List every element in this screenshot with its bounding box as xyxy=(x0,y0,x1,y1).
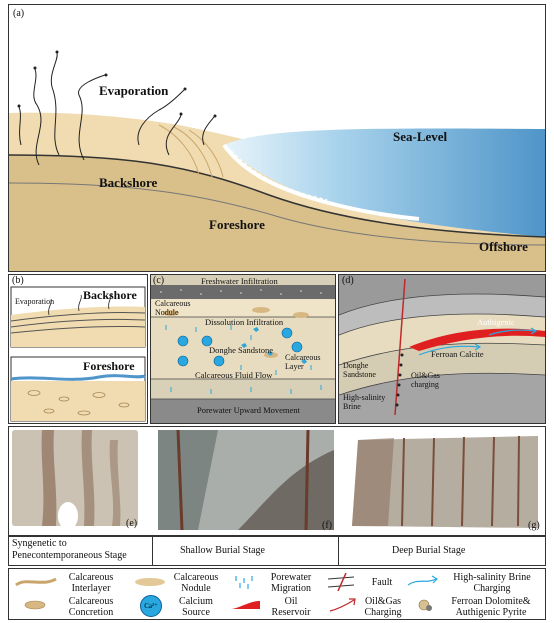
sea-water xyxy=(224,128,545,237)
panel-d-diagram xyxy=(339,275,545,423)
legend-dolomite: Ferroan Dolomite&Authigenic Pyrite xyxy=(451,596,531,618)
authigenic-label: Authigenic xyxy=(477,317,515,327)
brine-arrows xyxy=(418,327,538,356)
core-photo-g xyxy=(344,430,540,530)
sediment-lower xyxy=(9,155,545,271)
legend-dolomite-swatch xyxy=(418,599,432,611)
fluid-flow-label: Calcareous Fluid Flow xyxy=(195,370,273,380)
offshore-label: Offshore xyxy=(479,239,528,254)
beach-profile-diagram xyxy=(9,50,545,271)
evaporation-label: Evaporation xyxy=(99,83,169,98)
panel-a-letter: (a) xyxy=(13,8,25,19)
legend-fault: Fault xyxy=(371,577,393,588)
photo-f-letter: (f) xyxy=(322,520,332,531)
panel-b-backshore-label: Backshore xyxy=(83,288,137,302)
dissolution-label: Dissolution Infiltration xyxy=(205,317,284,327)
panel-b-letter: (b) xyxy=(12,275,24,286)
panel-b-diagram xyxy=(10,286,146,422)
legend-calcium-icon: Ca²⁺ xyxy=(140,595,162,617)
foreshore-label: Foreshore xyxy=(209,217,265,232)
ferroan-calcite-label: Ferroan Calcite xyxy=(431,349,484,359)
calcium-source-icons xyxy=(177,327,303,367)
legend-concretion-swatch xyxy=(24,600,46,610)
panel-b-foreshore-label: Foreshore xyxy=(83,359,135,373)
charging-dots xyxy=(395,353,404,407)
core-photo-f xyxy=(158,430,334,530)
panel-b: (b) Evaporation Backshore Foreshore xyxy=(8,274,148,424)
stage-deep-burial: Deep Burial Stage xyxy=(392,545,466,556)
legend-brine-swatch xyxy=(407,575,438,586)
sea-level-label: Sea-Level xyxy=(393,129,448,144)
panel-a: (a) Evaporation Sea-Level Backshore Fore… xyxy=(8,4,546,272)
panel-c-diagram xyxy=(151,275,335,423)
stage-row xyxy=(8,536,546,566)
core-photo-e xyxy=(12,430,138,526)
legend-interlayer-swatch xyxy=(15,577,57,587)
freshwater-label: Freshwater Infiltration xyxy=(201,276,278,286)
legend-oilgas-swatch xyxy=(329,598,356,612)
backshore-label: Backshore xyxy=(99,175,158,190)
surf-foam xyxy=(222,143,420,221)
photo-e-letter: (e) xyxy=(126,518,138,529)
legend-fault-swatch xyxy=(327,573,355,591)
oil-reservoir-shape xyxy=(409,328,545,351)
photo-g-letter: (g) xyxy=(528,520,540,531)
porewater-marks xyxy=(165,325,322,394)
legend-reservoir-swatch xyxy=(232,601,260,609)
panel-b-evaporation-label: Evaporation xyxy=(15,297,55,306)
panel-d-letter: (d) xyxy=(342,275,354,286)
legend xyxy=(8,568,546,620)
evaporation-arrows xyxy=(18,52,215,166)
fault-line xyxy=(394,278,406,416)
donghe-sandstone-label: Donghe Sandstone xyxy=(209,345,273,355)
panel-c-letter: (c) xyxy=(153,275,165,286)
legend-nodule-swatch xyxy=(135,578,165,586)
photo-row xyxy=(8,426,546,536)
legend-porewater-swatch xyxy=(235,576,253,589)
porewater-movement-label: Porewater Upward Movement xyxy=(197,405,300,415)
stage-shallow-burial: Shallow Burial Stage xyxy=(180,545,265,556)
